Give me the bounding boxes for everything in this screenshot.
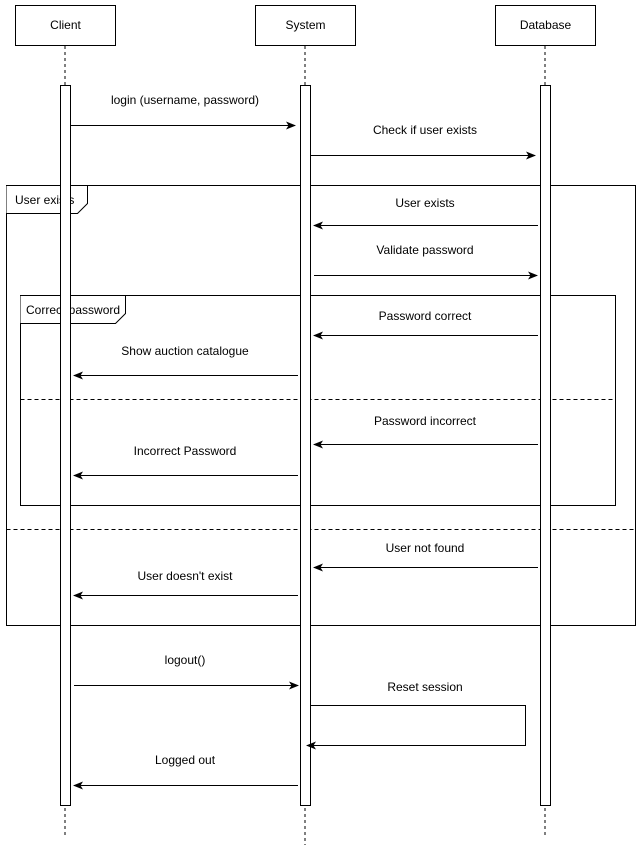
message-login-label: login (username, password) [111, 93, 259, 107]
message-check-user: Check if user exists [311, 123, 536, 160]
message-user-not-found-label: User not found [386, 541, 465, 555]
message-validate-password: Validate password [314, 243, 538, 280]
message-login: login (username, password) [71, 93, 296, 130]
client-activation-bar [60, 85, 71, 806]
message-user-exists: User exists [313, 196, 538, 230]
message-validate-password-label: Validate password [376, 243, 473, 257]
message-user-doesnt-exist-label: User doesn't exist [138, 569, 234, 583]
database-activation-bar [540, 85, 551, 806]
message-logged-out: Logged out [73, 753, 298, 790]
message-password-correct: Password correct [313, 309, 538, 340]
participant-database: Database [495, 5, 596, 46]
system-activation-bar [300, 85, 311, 806]
message-logged-out-label: Logged out [155, 753, 216, 767]
participant-client: Client [15, 5, 116, 46]
message-check-user-label: Check if user exists [373, 123, 477, 137]
message-user-exists-label: User exists [395, 196, 454, 210]
message-reset-session: Reset session [306, 680, 526, 750]
fragment-correct-password: Correct password [20, 295, 616, 506]
participant-system-label: System [285, 18, 325, 32]
message-incorrect-password-label: Incorrect Password [134, 444, 237, 458]
fragment-user-exists-label: User exists [15, 193, 74, 207]
message-reset-session-label: Reset session [387, 680, 462, 694]
message-incorrect-password: Incorrect Password [73, 444, 298, 480]
message-user-not-found: User not found [313, 541, 538, 572]
message-logout: logout() [74, 653, 299, 690]
message-show-catalogue: Show auction catalogue [73, 344, 298, 380]
message-show-catalogue-label: Show auction catalogue [121, 344, 249, 358]
participant-database-label: Database [520, 18, 572, 32]
message-password-incorrect: Password incorrect [313, 414, 538, 449]
message-password-incorrect-label: Password incorrect [374, 414, 477, 428]
participant-client-label: Client [50, 18, 81, 32]
message-password-correct-label: Password correct [379, 309, 472, 323]
fragment-correct-password-label: Correct password [26, 303, 120, 317]
message-user-doesnt-exist: User doesn't exist [73, 569, 298, 600]
message-logout-label: logout() [165, 653, 206, 667]
participant-system: System [255, 5, 356, 46]
